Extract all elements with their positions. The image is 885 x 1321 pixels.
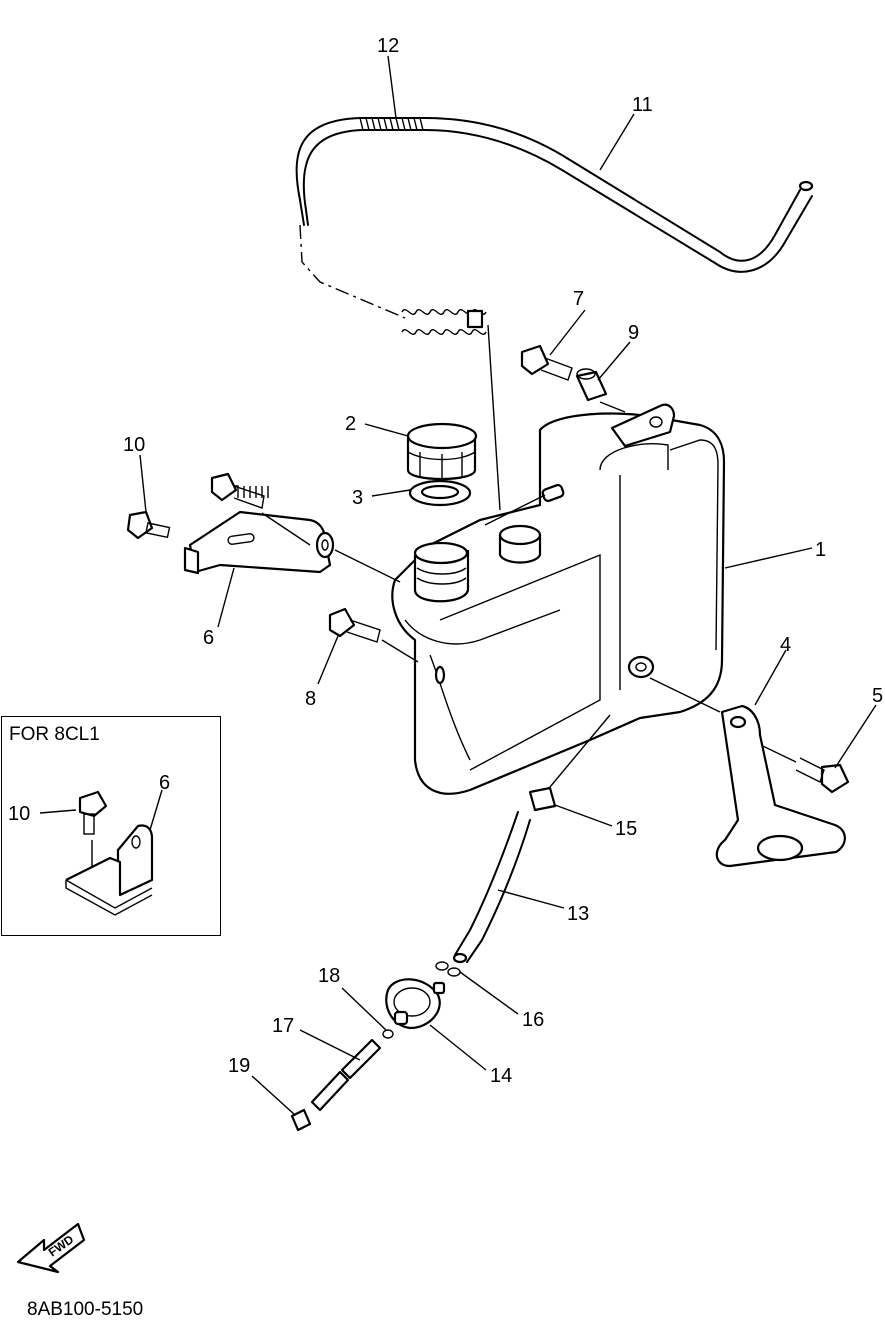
inset-callout-10: 10: [8, 803, 31, 825]
callout-7: 7: [573, 288, 585, 310]
callout-19: 19: [228, 1055, 251, 1077]
callout-2: 2: [345, 413, 357, 435]
callout-3: 3: [352, 487, 364, 509]
callout-18: 18: [318, 965, 341, 987]
bolt-7: [520, 344, 573, 381]
inset-drawing: [39, 789, 163, 916]
callout-9: 9: [628, 322, 640, 344]
cap-gasket: [408, 479, 472, 507]
callout-6: 6: [203, 627, 215, 649]
bolt-upper-bracket: [210, 472, 269, 509]
clip-19: [290, 1108, 312, 1132]
callout-16: 16: [522, 1009, 545, 1031]
rear-bracket: [715, 704, 846, 868]
clip-18: [382, 1029, 394, 1039]
bolt-5: [795, 757, 850, 794]
callout-17: 17: [272, 1015, 295, 1037]
oil-pump-filter: [385, 978, 446, 1030]
fwd-arrow-icon: FWD: [16, 1222, 86, 1274]
hose-clip-15: [528, 786, 557, 812]
bolt-8: [328, 607, 381, 643]
oil-tank: [391, 403, 726, 795]
protector-spring: [359, 117, 424, 131]
leader-lines: [139, 55, 877, 1116]
callout-14: 14: [490, 1065, 513, 1087]
hose-clip-16: [435, 961, 461, 977]
bolt-10: [126, 510, 171, 540]
pipe-17: [310, 1038, 382, 1112]
breather-hose: [295, 117, 814, 273]
inset-box: FOR 8CL1: [1, 716, 221, 936]
delivery-hose: [452, 811, 531, 964]
callout-1: 1: [815, 539, 827, 561]
tank-cap: [406, 422, 478, 482]
callout-10: 10: [123, 434, 146, 456]
callout-15: 15: [615, 818, 638, 840]
callout-8: 8: [305, 688, 317, 710]
callout-5: 5: [872, 685, 884, 707]
callout-11: 11: [632, 94, 653, 116]
callout-13: 13: [567, 903, 590, 925]
drawing-code: 8AB100-5150: [27, 1299, 144, 1320]
hose-end-spring: [401, 309, 487, 335]
collar-9: [575, 368, 608, 402]
callout-4: 4: [780, 634, 792, 656]
callout-12: 12: [377, 35, 400, 57]
inset-callout-6: 6: [159, 772, 171, 794]
front-bracket: [183, 510, 335, 575]
inset-title: FOR 8CL1: [9, 724, 100, 745]
